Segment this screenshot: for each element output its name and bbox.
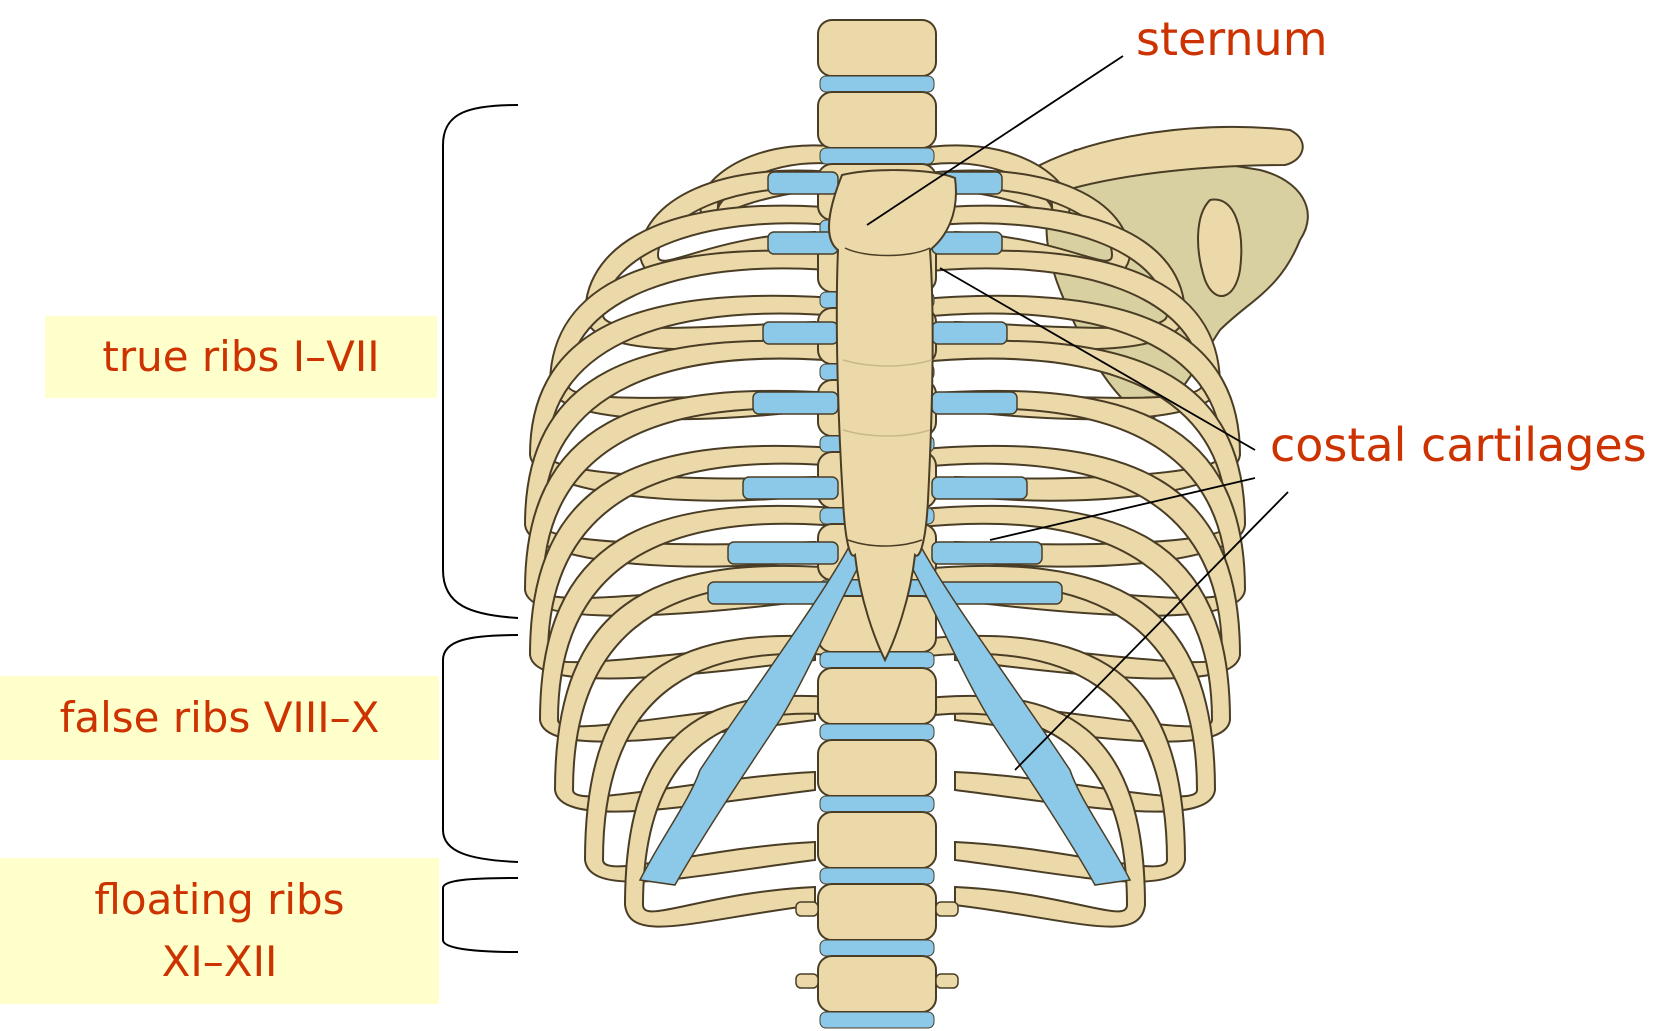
costal-cartilage-2-right	[768, 232, 838, 254]
sternum-label: sternum	[1136, 12, 1328, 66]
intervertebral-disc-10	[820, 724, 934, 740]
true-ribs-label-text: true ribs I–VII	[102, 326, 379, 388]
transverse-process-left-13	[936, 902, 958, 916]
costal-cartilage-3-left	[932, 322, 1007, 344]
transverse-process-right-14	[796, 974, 818, 988]
false-ribs-label-text: false ribs VIII–X	[60, 687, 380, 749]
false-ribs-label: false ribs VIII–X	[0, 676, 439, 760]
costal-cartilage-5-right	[743, 477, 838, 499]
transverse-process-left-14	[936, 974, 958, 988]
costal-cartilage-4-right	[753, 392, 838, 414]
intervertebral-disc-14	[820, 1012, 934, 1028]
costal-cartilage-3-right	[763, 322, 838, 344]
costal-cartilage-6-right	[728, 542, 838, 564]
floating-ribs-label-line2: XI–XII	[162, 931, 278, 993]
true-ribs-label: true ribs I–VII	[45, 316, 437, 398]
vertebra-14	[818, 956, 936, 1012]
false-ribs-bracket	[443, 635, 518, 862]
vertebra-1	[818, 20, 936, 76]
true-ribs-bracket	[443, 105, 518, 618]
transverse-process-right-13	[796, 902, 818, 916]
costal-cartilage-5-left	[932, 477, 1027, 499]
vertebra-13	[818, 884, 936, 940]
intervertebral-disc-2	[820, 148, 934, 164]
costal-cartilage-4-left	[932, 392, 1017, 414]
costal-cartilage-1-right	[768, 172, 838, 194]
intervertebral-disc-13	[820, 940, 934, 956]
costal-cartilages-label: costal cartilages	[1270, 418, 1647, 472]
costal-cartilage-6-left	[932, 542, 1042, 564]
vertebra-10	[818, 668, 936, 724]
floating-ribs-label: floating ribs XI–XII	[0, 858, 439, 1004]
floating-ribs-label-line1: floating ribs	[94, 869, 344, 931]
intervertebral-disc-11	[820, 796, 934, 812]
intervertebral-disc-1	[820, 76, 934, 92]
intervertebral-disc-9	[820, 652, 934, 668]
intervertebral-disc-12	[820, 868, 934, 884]
vertebra-2	[818, 92, 936, 148]
floating-ribs-bracket	[443, 878, 518, 952]
vertebra-12	[818, 812, 936, 868]
vertebra-11	[818, 740, 936, 796]
